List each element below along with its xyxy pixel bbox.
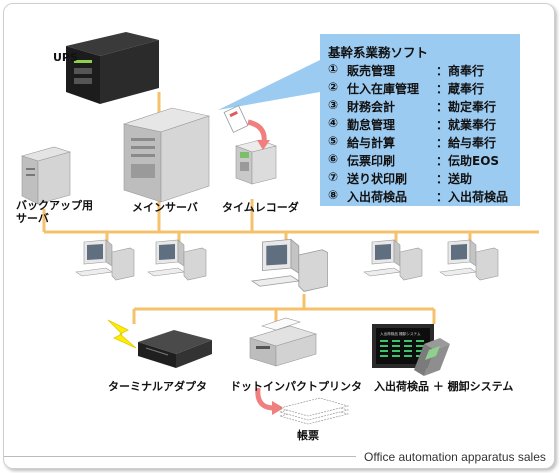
row-software: ：給与奉行 [436,136,497,150]
software-row: ⑦ 送り状印刷 ：送助 [328,170,524,188]
row-software: ：商奉行 [436,64,485,78]
callout-title: 基幹系業務ソフト [328,45,429,60]
server-icon [20,146,72,205]
inventory-system-label: 入出荷検品 ＋ 棚卸システム [374,380,514,393]
ups-icon [66,32,159,104]
row-number: ② [328,80,339,94]
row-software: ：就業奉行 [436,118,497,132]
row-task: 仕入在庫管理 [347,82,420,96]
row-software: ：伝助EOS [436,154,500,168]
row-software: ：蔵奉行 [436,82,485,96]
pc-icon [363,239,423,281]
row-number: ⑦ [328,170,339,184]
dot-printer-label: ドットインパクトプリンタ [230,380,362,393]
ledger-label: 帳票 [297,429,319,442]
row-software: ：勘定奉行 [436,100,497,114]
software-row: ① 販売管理 ：商奉行 [328,62,524,80]
row-task: 勤怠管理 [347,118,396,132]
handheld-scanner-icon [414,338,450,376]
print-arrow [255,387,275,411]
backup-server-label-line2: サーバ [16,212,49,225]
row-number: ⑧ [328,188,339,202]
row-task: 財務会計 [347,100,396,114]
diagram-canvas: 入出荷検品 棚卸システム [20,32,539,425]
pc-icon [250,238,328,292]
pc-icon [439,239,499,281]
software-row: ⑤ 給与計算 ：給与奉行 [328,134,524,152]
row-task: 送り状印刷 [347,172,408,186]
row-task: 販売管理 [347,64,396,78]
row-number: ⑥ [328,152,339,166]
main-server-icon [122,107,211,203]
screen-caption: 入出荷検品 棚卸システム [380,331,421,336]
business-software-callout: 基幹系業務ソフト ① 販売管理 ：商奉行 ② 仕入在庫管理 ：蔵奉行 ③ 財務会… [320,34,520,206]
row-software: ：入出荷検品 [436,190,509,204]
terminal-adapter-label: ターミナルアダプタ [108,380,207,393]
row-number: ③ [328,98,339,112]
row-task: 入出荷検品 [347,190,408,204]
printer-icon [248,317,318,367]
pc-icon [147,239,207,281]
row-software: ：送助 [436,172,473,186]
software-row: ④ 勤怠管理 ：就業奉行 [328,116,524,134]
footer-caption: Office automation apparatus sales [364,450,546,464]
card-arrow [247,119,267,143]
row-task: 給与計算 [347,136,396,150]
time-recorder-label: タイムレコーダ [222,201,299,214]
row-number: ① [328,62,339,76]
main-server-label: メインサーバ [132,201,198,214]
row-task: 伝票印刷 [347,154,396,168]
time-recorder-icon [234,139,278,185]
footer-divider [4,456,356,457]
row-number: ⑤ [328,134,339,148]
software-row: ⑥ 伝票印刷 ：伝助EOS [328,152,524,170]
terminal-adapter-icon [138,330,212,368]
pc-icon [75,239,135,281]
time-card-icon [223,105,249,133]
callout-pointer [218,60,320,110]
paper-stack-icon [278,397,350,425]
network-diagram: 入出荷検品 棚卸システム UPS バックアップ用 サーバ メインサーバ タイムレ… [3,3,555,469]
ups-label: UPS [53,51,78,64]
backup-server-label-line1: バックアップ用 [16,199,93,212]
software-row: ② 仕入在庫管理 ：蔵奉行 [328,80,524,98]
software-row: ⑧ 入出荷検品 ：入出荷検品 [328,188,524,206]
software-row: ③ 財務会計 ：勘定奉行 [328,98,524,116]
row-number: ④ [328,116,339,130]
lightning-icon [107,319,137,349]
